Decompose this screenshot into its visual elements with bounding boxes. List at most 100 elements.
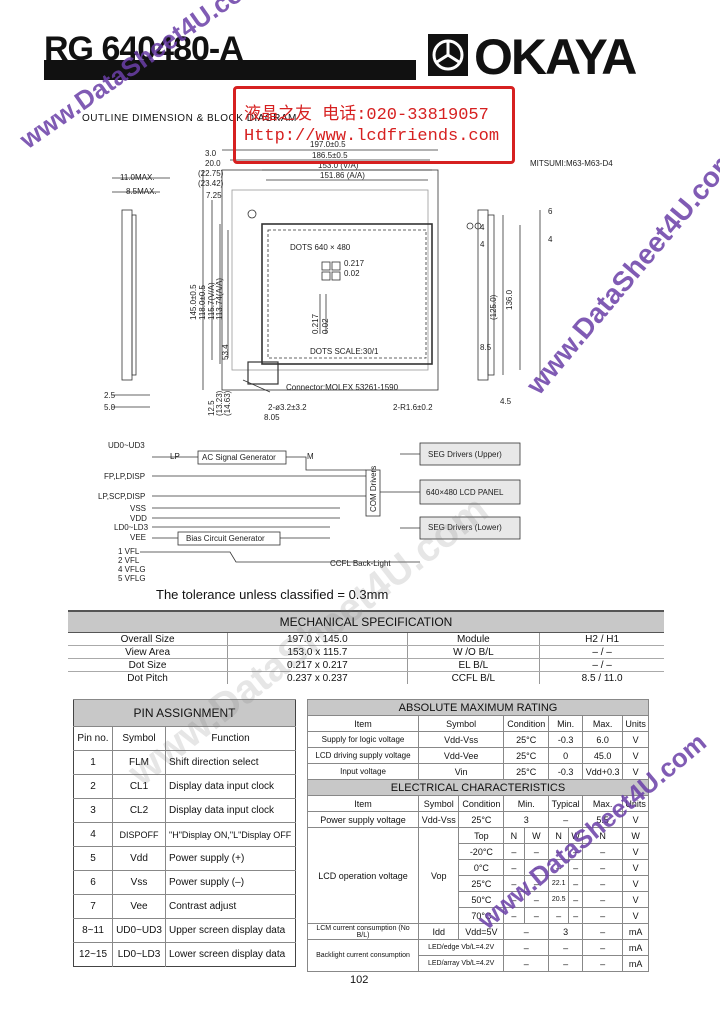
svg-text:7.25: 7.25 (206, 191, 222, 200)
svg-text:1 VFL: 1 VFL (118, 547, 140, 556)
svg-text:(13.23): (13.23) (215, 390, 224, 416)
stamp-phone: 液晶之友 电话:020-33819057 (244, 106, 489, 125)
svg-text:145.0±0.5: 145.0±0.5 (189, 284, 198, 320)
svg-text:FP,LP,DISP: FP,LP,DISP (104, 472, 145, 481)
svg-text:M: M (307, 452, 314, 461)
svg-text:113.74(A/A): 113.74(A/A) (215, 278, 224, 320)
svg-text:(23.42): (23.42) (198, 179, 224, 188)
svg-text:8.05: 8.05 (264, 413, 280, 422)
svg-text:6: 6 (548, 207, 553, 216)
svg-text:LP,SCP,DISP: LP,SCP,DISP (98, 492, 145, 501)
svg-text:118.0±0.5: 118.0±0.5 (198, 285, 207, 320)
page-number: 102 (350, 974, 369, 986)
table-row: 50°C––20.5––V (308, 891, 649, 908)
svg-text:(14.63): (14.63) (223, 390, 232, 416)
dim-overall-width: 197.0±0.5 (310, 140, 346, 149)
svg-text:8.5: 8.5 (480, 343, 492, 352)
svg-text:4: 4 (480, 240, 485, 249)
svg-text:0.02: 0.02 (344, 269, 360, 278)
svg-text:DOTS 640 × 480: DOTS 640 × 480 (290, 243, 351, 252)
svg-text:COM Drivers: COM Drivers (369, 466, 378, 512)
svg-text:MITSUMI:M63-M63-D4: MITSUMI:M63-M63-D4 (530, 159, 613, 168)
svg-text:2-R1.6±0.2: 2-R1.6±0.2 (393, 403, 433, 412)
svg-text:53.4: 53.4 (221, 344, 230, 360)
pin-title: PIN ASSIGNMENT (73, 699, 296, 727)
stamp-url[interactable]: Http://www.lcdfriends.com (244, 127, 500, 146)
table-row: LED/array Vb/L=4.2V–––mA (308, 955, 649, 972)
svg-text:11.0MAX.: 11.0MAX. (120, 173, 155, 182)
svg-text:SEG Drivers (Lower): SEG Drivers (Lower) (428, 523, 502, 532)
svg-text:136.0: 136.0 (505, 289, 514, 310)
svg-text:4: 4 (548, 235, 553, 244)
svg-text:4 VFLG: 4 VFLG (118, 565, 146, 574)
svg-text:LP: LP (170, 452, 180, 461)
svg-text:UD0~UD3: UD0~UD3 (108, 441, 145, 450)
svg-text:4: 4 (480, 223, 485, 232)
svg-text:5 VFLG: 5 VFLG (118, 574, 146, 583)
svg-text:0.02: 0.02 (321, 318, 330, 334)
title-bar (44, 60, 416, 80)
svg-text:0.217: 0.217 (344, 259, 365, 268)
dim-view-width: 153.0 (V/A) (318, 161, 359, 170)
svg-text:2-ø3.2±3.2: 2-ø3.2±3.2 (268, 403, 307, 412)
svg-text:Connector:MOLEX 53261-1590: Connector:MOLEX 53261-1590 (286, 383, 399, 392)
svg-text:LD0~LD3: LD0~LD3 (114, 523, 149, 532)
absolute-title: ABSOLUTE MAXIMUM RATING (307, 699, 649, 716)
contact-stamp: 液晶之友 电话:020-33819057 Http://www.lcdfrien… (233, 86, 515, 164)
svg-text:115.7(V/A): 115.7(V/A) (207, 282, 216, 320)
svg-text:2 VFL: 2 VFL (118, 556, 140, 565)
svg-text:CCFL Back-Light: CCFL Back-Light (330, 559, 391, 568)
svg-text:12.5: 12.5 (207, 400, 216, 416)
dim-active-width: 151.86 (A/A) (320, 171, 365, 180)
svg-text:(125.0): (125.0) (489, 294, 498, 320)
svg-text:SEG Drivers (Upper): SEG Drivers (Upper) (428, 450, 502, 459)
svg-text:2.5: 2.5 (104, 391, 116, 400)
dim-width-2: 186.5±0.5 (312, 151, 348, 160)
electrical-title: ELECTRICAL CHARACTERISTICS (307, 779, 649, 796)
okaya-logo-icon (428, 34, 468, 76)
svg-text:(22.75): (22.75) (198, 169, 224, 178)
svg-text:8.5MAX.: 8.5MAX. (126, 187, 157, 196)
svg-text:0.217: 0.217 (311, 313, 320, 334)
svg-text:640×480 LCD PANEL: 640×480 LCD PANEL (426, 488, 504, 497)
svg-text:20.0: 20.0 (205, 159, 221, 168)
table-row: 0°C–––––V (308, 859, 649, 876)
diagram-title: OUTLINE DIMENSION & BLOCK DIAGRAM (82, 113, 297, 124)
svg-text:Bias Circuit Generator: Bias Circuit Generator (186, 534, 265, 543)
svg-text:5.0: 5.0 (104, 403, 116, 412)
brand-name: OKAYA (474, 29, 637, 85)
tolerance-note: The tolerance unless classified = 0.3mm (156, 587, 389, 602)
svg-text:VSS: VSS (130, 504, 146, 513)
mechanical-title: MECHANICAL SPECIFICATION (68, 610, 664, 633)
svg-text:AC Signal Generator: AC Signal Generator (202, 453, 276, 462)
svg-text:VEE: VEE (130, 533, 146, 542)
svg-text:4.5: 4.5 (500, 397, 512, 406)
table-row: 25°C––22.1––V (308, 875, 649, 892)
svg-text:3.0: 3.0 (205, 149, 217, 158)
outline-drawing: 197.0±0.5 186.5±0.5 153.0 (V/A) 151.86 (… (98, 140, 613, 583)
